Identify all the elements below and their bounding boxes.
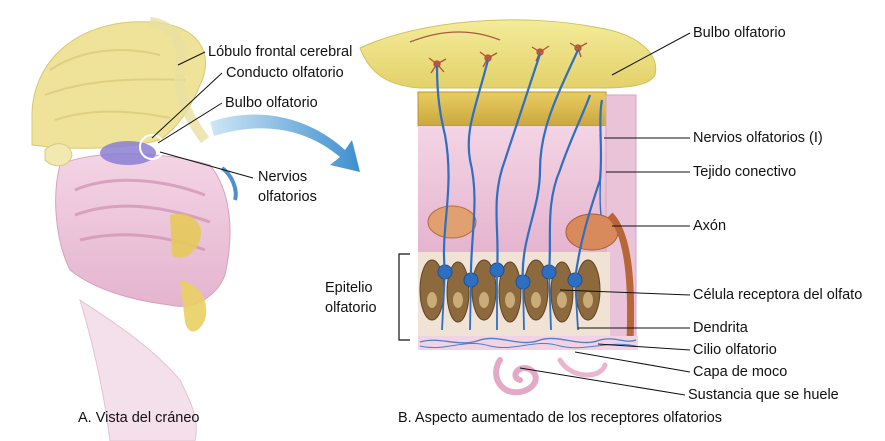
label-odorant: Sustancia que se huele (688, 387, 839, 403)
label-olfactory-cilium: Cilio olfatorio (693, 342, 777, 358)
label-olfactory-bulb-b: Bulbo olfatorio (693, 25, 786, 41)
nasal-cavity (55, 153, 231, 307)
label-olfactory-nerves-a-1: Nervios (258, 169, 308, 185)
label-dendrite: Dendrita (693, 320, 748, 336)
label-epithelium-1: Epitelio (325, 280, 373, 296)
label-receptor-cell: Célula receptora del olfato (693, 287, 863, 303)
label-olfactory-bulb-a: Bulbo olfatorio (225, 95, 318, 111)
caption-a: A. Vista del cráneo (78, 410, 200, 426)
epithelium-bracket (398, 253, 410, 341)
label-frontal-lobe: Lóbulo frontal cerebral (208, 44, 353, 60)
cell-nuclei (427, 292, 593, 308)
zoom-arrow (210, 114, 360, 172)
panel-b-leaders (519, 32, 691, 396)
label-olfactory-nerves-b: Nervios olfatorios (I) (693, 130, 823, 146)
label-olfactory-nerves-a-2: olfatorios (258, 189, 317, 205)
magnified-view (359, 19, 657, 396)
label-connective-tissue: Tejido conectivo (693, 164, 797, 180)
label-olfactory-duct: Conducto olfatorio (226, 65, 344, 81)
skull-view (31, 17, 238, 441)
label-epithelium-2: olfatorio (325, 300, 377, 316)
label-mucus-layer: Capa de moco (693, 364, 788, 380)
olfactory-region-highlight (100, 141, 156, 165)
panel-a-leaders (151, 51, 254, 179)
zoom-marker-circle (139, 134, 165, 160)
olfactory-bulb-b (359, 19, 657, 89)
odorant-swirl (493, 357, 539, 396)
label-axon: Axón (693, 218, 727, 234)
caption-b: B. Aspecto aumentado de los receptores o… (398, 410, 723, 426)
nerve-fibers (435, 49, 604, 283)
cribriform-plate (417, 91, 607, 127)
